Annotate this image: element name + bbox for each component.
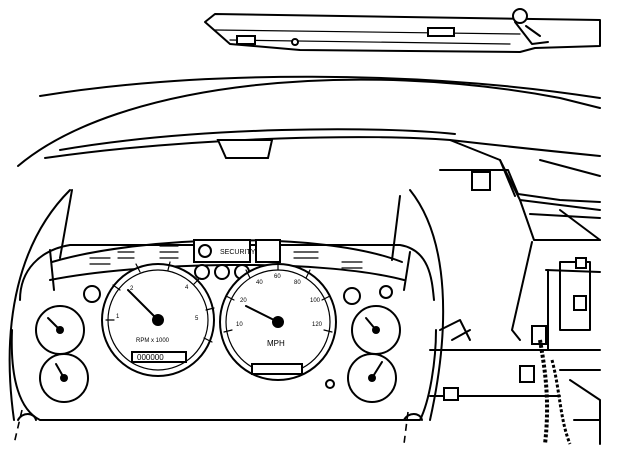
svg-text:120: 120 xyxy=(312,322,323,328)
right-small-gauges xyxy=(325,305,401,403)
right-panel-structure xyxy=(429,139,601,445)
odometer-digits: 000000 xyxy=(137,353,164,362)
windshield-cowl xyxy=(204,8,601,53)
tachometer: 1 2 4 5 RPM x 1000 000000 xyxy=(101,261,215,377)
svg-text:10: 10 xyxy=(236,322,243,328)
speedometer: 10 20 40 60 80 100 120 MPH xyxy=(219,261,337,381)
indicator-strip: SECURITY xyxy=(49,239,405,305)
svg-text:40: 40 xyxy=(256,280,263,286)
dashboard-top xyxy=(17,75,601,167)
svg-text:2: 2 xyxy=(130,286,134,292)
svg-text:1: 1 xyxy=(116,314,120,320)
left-small-gauges xyxy=(35,305,89,403)
security-indicator-label: SECURITY xyxy=(220,249,256,256)
svg-text:60: 60 xyxy=(274,274,281,280)
tachometer-unit-label: RPM x 1000 xyxy=(136,338,170,344)
svg-text:5: 5 xyxy=(195,316,199,322)
cluster-bezel xyxy=(8,189,445,421)
svg-text:80: 80 xyxy=(294,280,301,286)
wiper-pivot xyxy=(512,8,549,45)
defroster-vent xyxy=(216,139,274,159)
svg-text:20: 20 xyxy=(240,298,247,304)
svg-text:100: 100 xyxy=(310,298,321,304)
callout-lines xyxy=(13,189,423,445)
speedometer-unit-label: MPH xyxy=(267,339,285,348)
svg-text:4: 4 xyxy=(185,285,189,291)
